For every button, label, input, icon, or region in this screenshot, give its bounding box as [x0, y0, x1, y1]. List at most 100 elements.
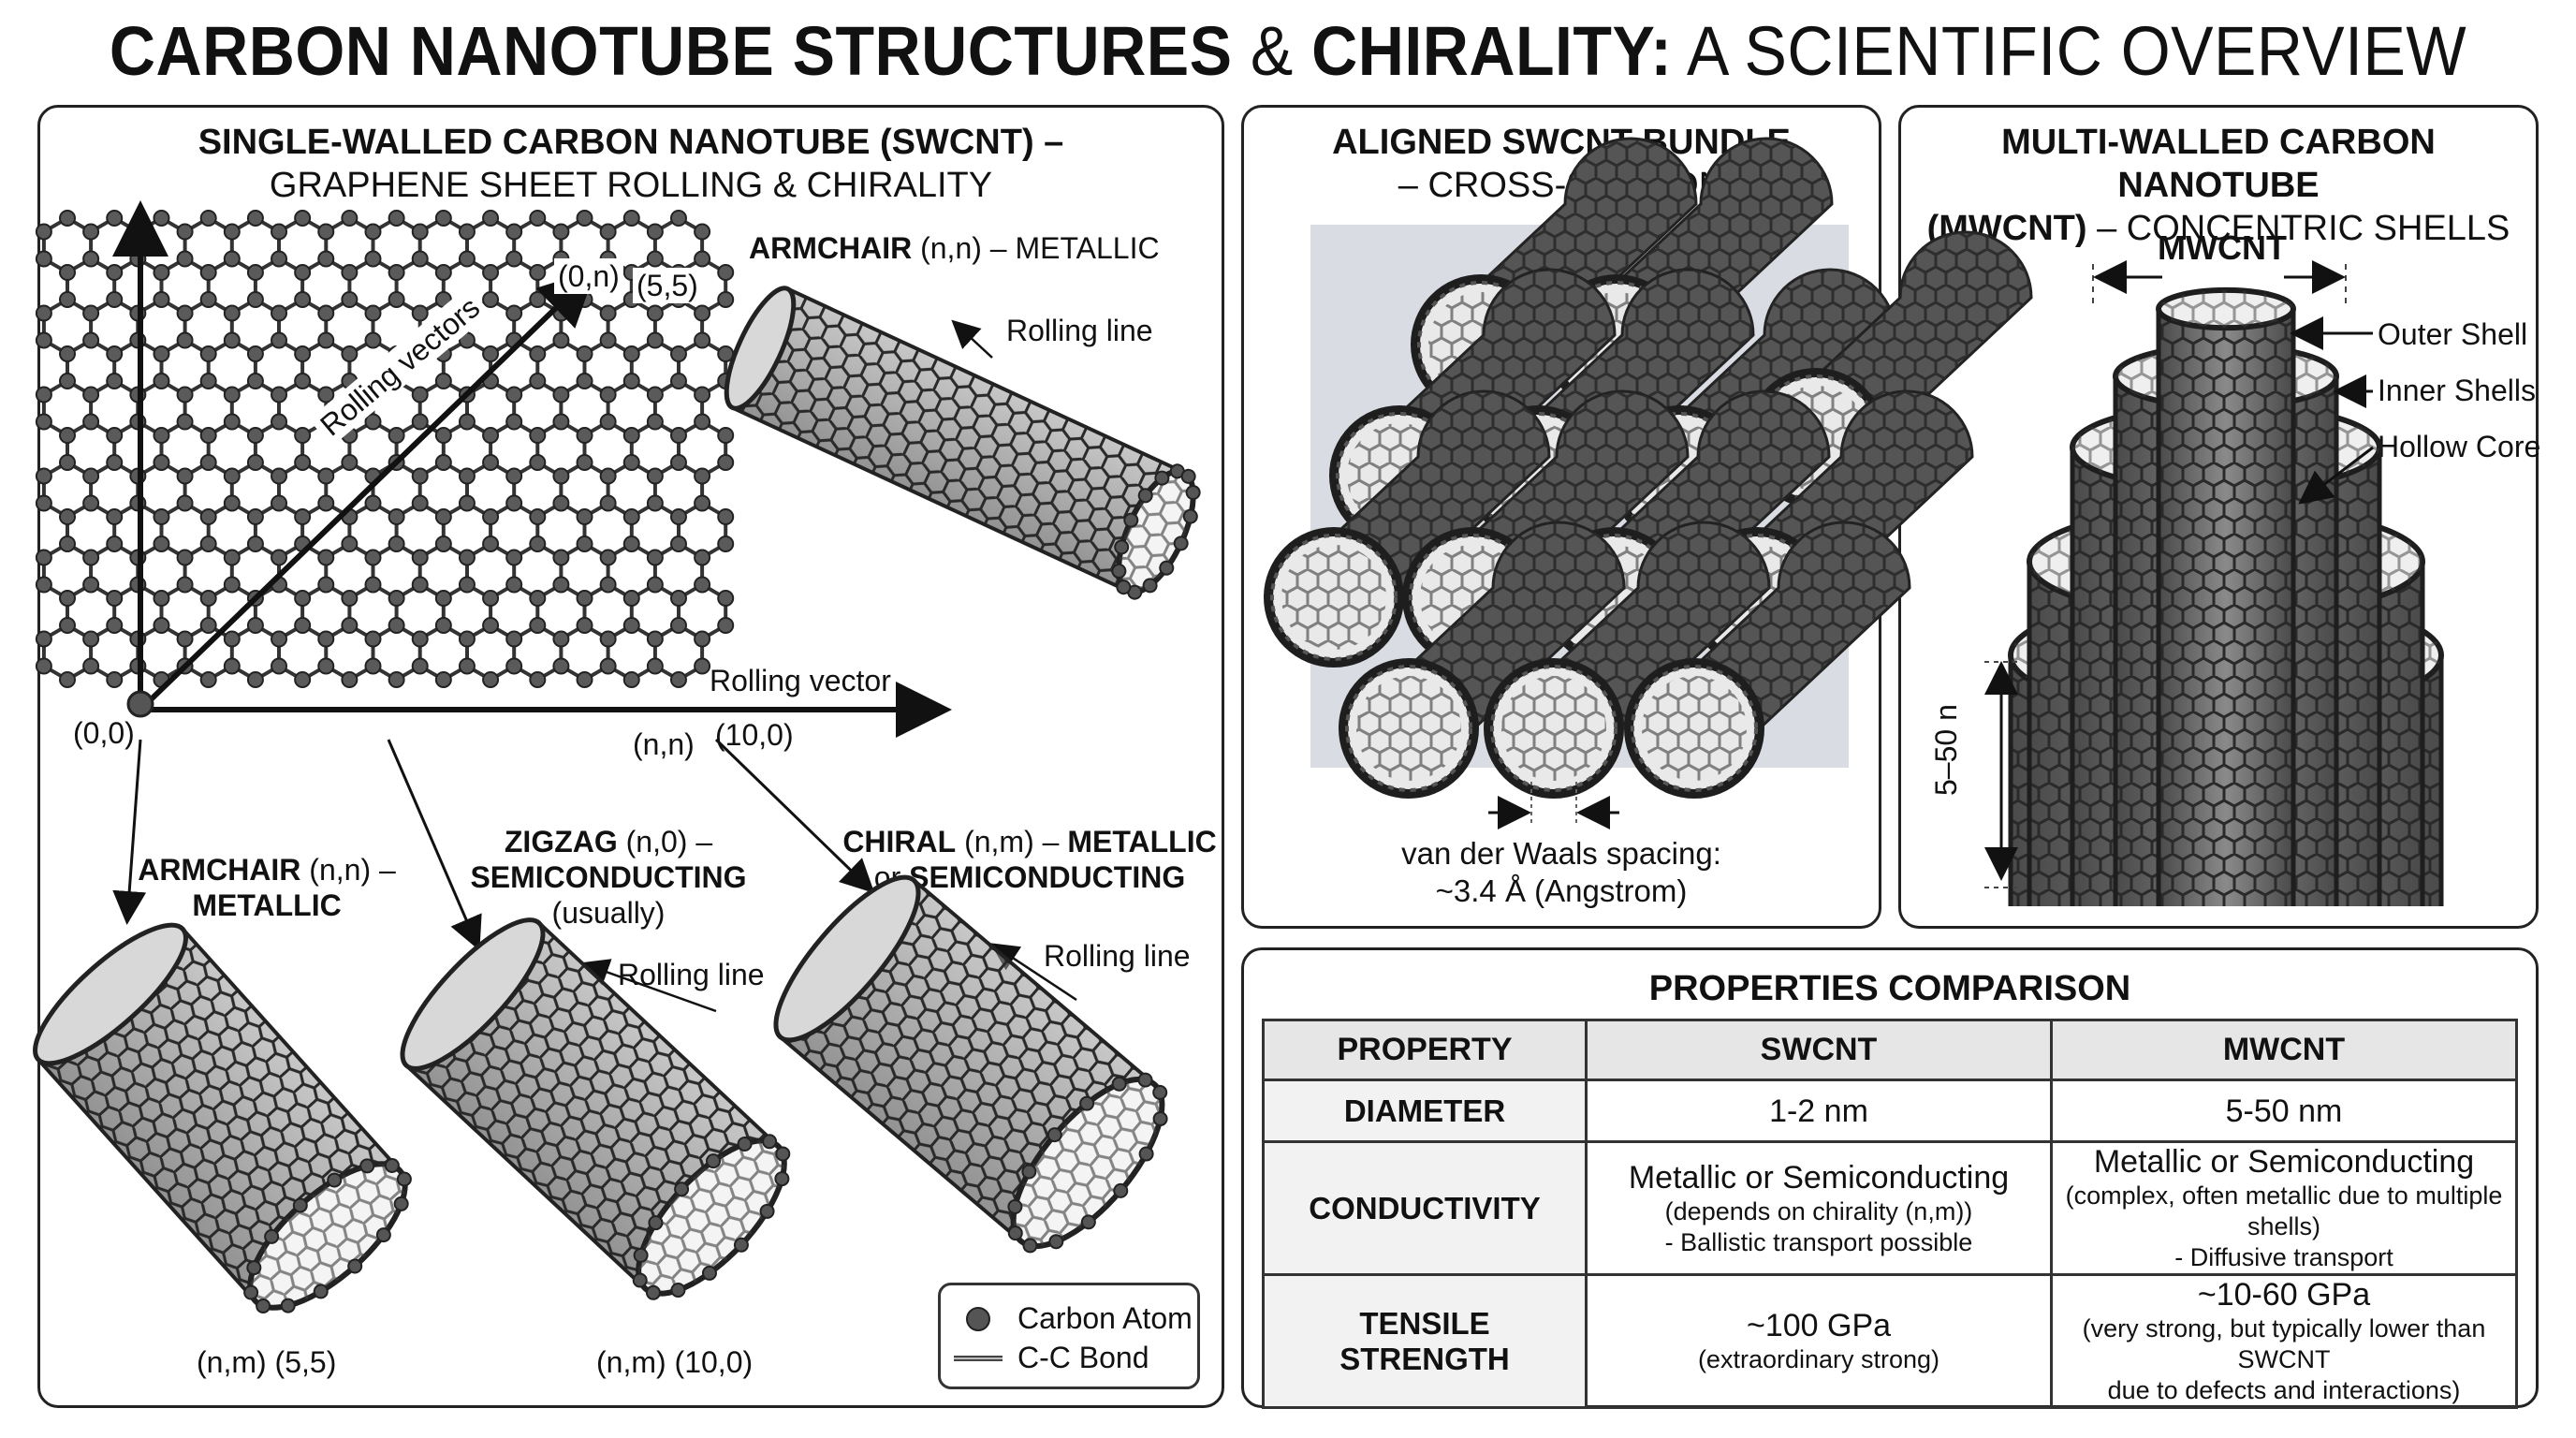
carbon-atom [622, 508, 640, 525]
carbon-atom [223, 223, 241, 241]
carbon-atom [106, 345, 124, 362]
carbon-atom [106, 508, 124, 525]
chiral-tube-edge-bottom [779, 1035, 1023, 1243]
carbon-atom [411, 386, 429, 404]
carbon-atom [434, 671, 452, 688]
carbon-atom [717, 454, 735, 471]
carbon-atom [246, 508, 264, 525]
carbon-atom [411, 549, 429, 566]
chiral-vector-arrow [138, 269, 596, 712]
zigzag-tube-end-atom [670, 1283, 686, 1299]
armchair-top-tube-end-atom [1182, 508, 1198, 524]
carbon-atom [35, 250, 52, 268]
carbon-atom [59, 508, 76, 525]
rolling-line-label-top: Rolling line [1006, 314, 1153, 347]
carbon-atom [694, 494, 711, 512]
carbon-atom [176, 386, 194, 404]
cell-sub: - Ballistic transport possible [1664, 1227, 1973, 1256]
carbon-atom [669, 536, 687, 552]
zigzag-tube-end-atom [775, 1146, 791, 1162]
bundle-tube-inner [1642, 676, 1747, 781]
carbon-atom [82, 494, 100, 512]
chiral-tube-far-end [773, 874, 921, 1043]
carbon-atom [482, 264, 500, 281]
carbon-atom [364, 250, 382, 268]
zigzag-label: ZIGZAG (n,0) – SEMICONDUCTING (usually) [468, 824, 749, 931]
armchair-top-tube-open-end-lattice [1119, 471, 1193, 593]
carbon-atom [223, 413, 241, 431]
carbon-atom [576, 210, 593, 227]
cell-main: Metallic or Semiconducting [1628, 1159, 2010, 1196]
carbon-atom [59, 373, 76, 389]
carbon-atom [694, 630, 711, 648]
carbon-atom [458, 549, 476, 566]
carbon-atom [364, 331, 382, 349]
row-name: CONDUCTIVITY [1262, 1140, 1588, 1276]
bundle-tube [1329, 268, 1617, 546]
carbon-atom [35, 630, 52, 648]
cell-sub: - Diffusive transport [2174, 1243, 2393, 1271]
zigzag-tube-far-end [400, 917, 546, 1071]
zigzag-tube-end-atom [632, 1272, 648, 1288]
carbon-atom [106, 264, 124, 281]
carbon-atom [82, 413, 100, 431]
header-property: PROPERTY [1262, 1019, 1588, 1081]
chiral-tube-end-atom [1021, 1164, 1037, 1180]
carbon-atom [153, 590, 170, 607]
carbon-atom [35, 576, 52, 594]
carbon-atom [576, 345, 593, 362]
carbon-atom [388, 590, 405, 607]
carbon-atom [599, 386, 617, 404]
table-row-tensile: TENSILE STRENGTH ~100 GPa (extraordinary… [1262, 1273, 2518, 1409]
carbon-atom [411, 467, 429, 485]
chiral-line2-bold: SEMICONDUCTING [909, 860, 1186, 894]
carbon-atom [411, 576, 429, 594]
carbon-atom [82, 223, 100, 241]
title-part2: CHIRALITY: [1311, 12, 1673, 90]
row-name: DIAMETER [1262, 1078, 1588, 1143]
table-header-row: PROPERTY SWCNT MWCNT [1262, 1019, 2518, 1081]
zigzag-rest: (n,0) – [617, 825, 713, 858]
carbon-atom [223, 657, 241, 675]
armchair-top-tube-end-atom [1159, 560, 1175, 576]
cell-swcnt: 1-2 nm [1585, 1078, 2053, 1143]
tube2-caption: (n,m) (10,0) [596, 1345, 754, 1379]
bundle-tube-atoms [1490, 665, 1617, 792]
chiral-tube-end-atom [1046, 1127, 1062, 1143]
carbon-atom [646, 304, 664, 322]
carbon-atom [599, 630, 617, 648]
carbon-atom [106, 590, 124, 607]
carbon-atom [434, 264, 452, 281]
carbon-atom [458, 413, 476, 431]
mwcnt-shell-lattice [2159, 309, 2293, 906]
armchair-top-tube [724, 286, 1201, 600]
carbon-atom [694, 304, 711, 322]
carbon-atom [434, 617, 452, 634]
carbon-atom [505, 549, 523, 566]
armchair-bottom-label: ARMCHAIR (n,n) – METALLIC [131, 852, 402, 923]
carbon-atom [317, 467, 335, 485]
carbon-atom [199, 427, 217, 444]
armchair-bottom-tube-far-end [33, 922, 188, 1066]
legend: Carbon Atom C-C Bond [938, 1283, 1200, 1389]
carbon-atom [294, 264, 312, 281]
chiral-tube [773, 874, 1168, 1254]
carbon-atom [599, 467, 617, 485]
carbon-atom [341, 454, 359, 471]
origin-label: (0,0) [73, 716, 135, 750]
armchair-top-bold: ARMCHAIR [749, 231, 913, 265]
cell-main: 5-50 nm [2225, 1093, 2343, 1129]
carbon-atom [411, 657, 429, 675]
armchair-bottom-tube-end-atom [327, 1172, 343, 1188]
carbon-atom [199, 536, 217, 552]
arrow-to-zigzag [387, 739, 482, 951]
vdw-spacing-label: van der Waals spacing: ~3.4 Å (Angstrom) [1241, 835, 1881, 910]
legend-atom-icon [966, 1307, 990, 1331]
carbon-atom [317, 304, 335, 322]
carbon-atom [82, 386, 100, 404]
carbon-atom [717, 536, 735, 552]
cell-sub: (extraordinary strong) [1697, 1345, 1940, 1373]
carbon-atom [694, 657, 711, 675]
armchair-bottom-tube-end-atom [375, 1227, 391, 1243]
